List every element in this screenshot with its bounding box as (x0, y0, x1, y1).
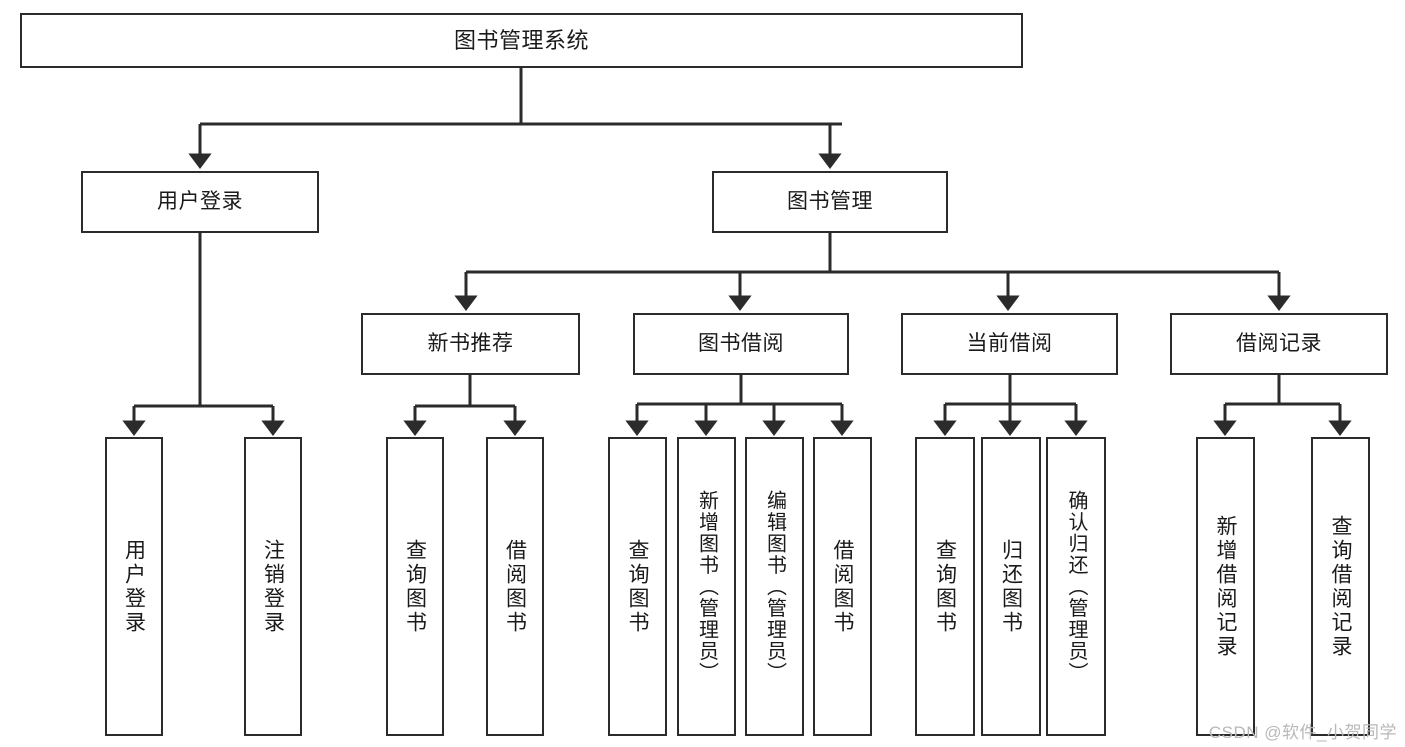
node-label: 查询借阅记录 (1329, 514, 1352, 659)
node-book-borrowing[interactable]: 图书借阅 (633, 313, 849, 375)
node-label: 查询图书 (933, 538, 957, 635)
node-label: 图书管理 (787, 189, 873, 213)
node-leaf-add-book-admin[interactable]: 新增图书（管理员） (677, 437, 736, 736)
node-label: 图书借阅 (698, 331, 784, 355)
node-leaf-logout[interactable]: 注销登录 (244, 437, 302, 736)
node-new-book-recommendation[interactable]: 新书推荐 (361, 313, 580, 375)
node-label: 编辑图书（管理员） (763, 489, 786, 684)
node-leaf-return-book[interactable]: 归还图书 (981, 437, 1041, 736)
csdn-watermark: CSDN @软件_小贺同学 (1208, 723, 1397, 742)
node-leaf-user-login[interactable]: 用户登录 (105, 437, 163, 736)
node-label: 图书管理系统 (453, 27, 589, 53)
node-label: 用户登录 (122, 538, 146, 635)
node-label: 查询图书 (626, 538, 649, 635)
node-leaf-query-book-recommend[interactable]: 查询图书 (386, 437, 444, 736)
node-leaf-borrow-book-recommend[interactable]: 借阅图书 (486, 437, 544, 736)
node-label: 借阅图书 (831, 538, 854, 635)
node-leaf-add-borrow-record[interactable]: 新增借阅记录 (1196, 437, 1255, 736)
node-label: 借阅记录 (1236, 331, 1322, 355)
node-leaf-query-book-current[interactable]: 查询图书 (915, 437, 975, 736)
node-leaf-confirm-return-admin[interactable]: 确认归还（管理员） (1046, 437, 1106, 736)
node-label: 归还图书 (999, 538, 1023, 635)
node-label: 当前借阅 (966, 331, 1053, 355)
node-label: 新书推荐 (427, 331, 514, 355)
node-root-system[interactable]: 图书管理系统 (20, 13, 1023, 68)
node-label: 新增借阅记录 (1214, 514, 1237, 659)
node-label: 确认归还（管理员） (1065, 489, 1087, 684)
node-leaf-query-book-borrow[interactable]: 查询图书 (608, 437, 667, 736)
node-leaf-edit-book-admin[interactable]: 编辑图书（管理员） (745, 437, 804, 736)
node-current-borrowing[interactable]: 当前借阅 (901, 313, 1118, 375)
node-borrow-records[interactable]: 借阅记录 (1170, 313, 1388, 375)
node-user-login[interactable]: 用户登录 (81, 171, 319, 233)
node-leaf-borrow-book[interactable]: 借阅图书 (813, 437, 872, 736)
node-leaf-query-borrow-record[interactable]: 查询借阅记录 (1311, 437, 1370, 736)
node-label: 借阅图书 (503, 538, 527, 635)
node-label: 新增图书（管理员） (695, 489, 718, 684)
node-book-management[interactable]: 图书管理 (712, 171, 948, 233)
node-label: 查询图书 (403, 538, 427, 635)
node-label: 注销登录 (261, 538, 285, 635)
node-label: 用户登录 (157, 189, 243, 213)
